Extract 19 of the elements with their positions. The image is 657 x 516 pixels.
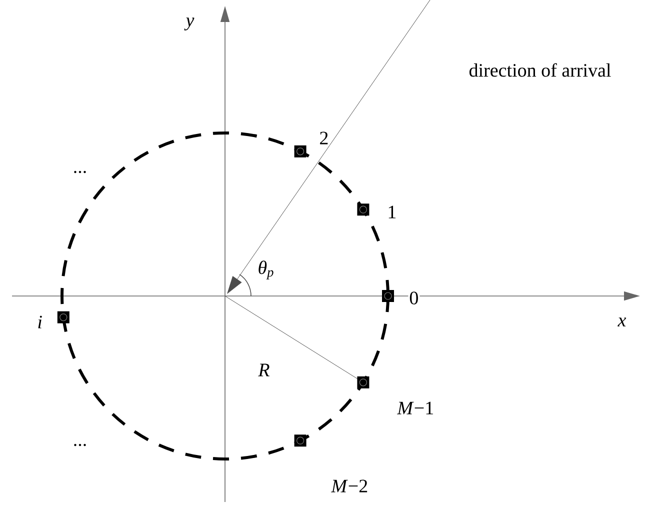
sensor-label: 0: [408, 290, 420, 306]
sensor-marker: [357, 376, 370, 388]
sensor-marker: [357, 204, 370, 216]
ellipsis: ...: [74, 170, 86, 174]
angle-label: θ$_{p}$: [258, 260, 274, 280]
sensor-marker: [294, 145, 306, 158]
sensor-label: M−1: [396, 400, 436, 416]
direction-label: direction of arrival: [469, 63, 611, 77]
sensor-marker: [382, 290, 394, 302]
sensor-label: 2: [318, 130, 330, 146]
sensor-label: M−2: [330, 478, 370, 494]
sensor-marker: [294, 434, 306, 447]
axis-label: x: [618, 318, 626, 326]
axis-label: y: [184, 18, 194, 30]
sensor-marker: [57, 311, 70, 324]
radius-label: R: [258, 364, 270, 376]
sensor-label: i: [36, 314, 44, 330]
ellipsis: ...: [74, 444, 86, 446]
sensor-label: 1: [386, 204, 398, 220]
